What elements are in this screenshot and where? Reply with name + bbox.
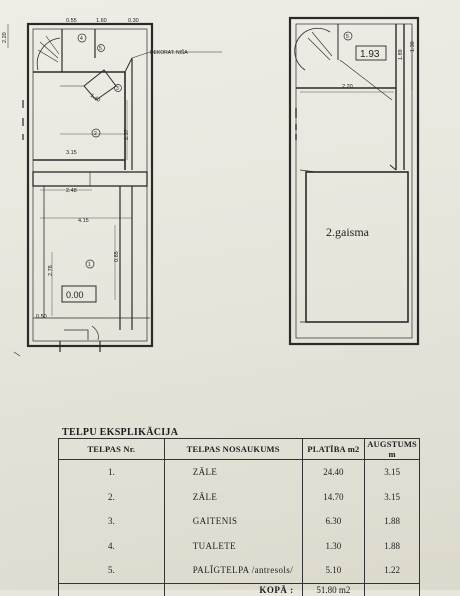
- dim-mid-b: 3.15: [66, 150, 77, 156]
- total-spacer: [58, 582, 165, 596]
- header-area: PLATĪBA m2: [301, 438, 366, 460]
- row-height: 3.15: [364, 484, 420, 509]
- dim-top-a: 0.55: [66, 18, 77, 24]
- table-header-row: TELPAS Nr. TELPAS NOSAUKUMS PLATĪBA m2 A…: [58, 438, 420, 460]
- table-total-row: KOPĀ : 51.80 m2: [58, 582, 420, 596]
- row-area: 24.40: [301, 459, 366, 485]
- row-name: ZĀLE: [163, 459, 303, 485]
- right-dim-c: 1.30: [410, 41, 416, 52]
- row-number: 4.: [58, 533, 165, 558]
- room-explication-table: TELPAS Nr. TELPAS NOSAUKUMS PLATĪBA m2 A…: [58, 438, 420, 596]
- room-2-label: 2: [94, 131, 97, 137]
- dim-low-c: 0.85: [114, 251, 120, 262]
- row-number: 2.: [58, 484, 165, 509]
- upper-floor-plan: [288, 16, 420, 346]
- floor-plan-drawing: 2.20 0.55 1.60 0.30 1.40 3.15 2.37 2.48 …: [2, 16, 420, 357]
- row-area: 14.70: [301, 484, 366, 509]
- right-dim-b: 1.89: [398, 49, 404, 60]
- row-area: 6.30: [301, 509, 366, 534]
- total-value: 51.80 m2: [301, 582, 366, 596]
- header-room-name: TELPAS NOSAUKUMS: [163, 438, 303, 460]
- row-number: 3.: [58, 509, 165, 534]
- dim-left-top: 2.20: [2, 32, 8, 43]
- dim-low-d: 0.50: [36, 314, 47, 320]
- row-number: 5.: [58, 558, 165, 583]
- row-area: 1.30: [301, 533, 366, 558]
- room-3-label: 3: [116, 86, 119, 92]
- dim-low-a: 4.15: [78, 218, 89, 224]
- dim-top-c: 0.30: [128, 18, 139, 24]
- table-row: 2. ZĀLE 14.70 3.15: [58, 484, 420, 509]
- room-5-upper-label: 5: [346, 34, 349, 40]
- second-light-label: 2.gaisma: [326, 225, 370, 239]
- room-1-label: 1: [88, 262, 91, 268]
- ground-floor-labels: 2.20 0.55 1.60 0.30 1.40 3.15 2.37 2.48 …: [2, 18, 188, 320]
- table-row: 5. PALĪGTELPA /antresols/ 5.10 1.22: [58, 558, 420, 583]
- right-dim-a: 2.20: [342, 84, 353, 90]
- dim-top-b: 1.60: [96, 18, 107, 24]
- row-height: 1.88: [364, 509, 420, 534]
- dim-mid-a: 1.40: [89, 93, 101, 104]
- upper-level-mark: 1.93: [360, 49, 380, 60]
- table-row: 1. ZĀLE 24.40 3.15: [58, 459, 420, 485]
- level-mark: 0.00: [66, 290, 84, 300]
- room-5-label: 5: [99, 46, 102, 52]
- row-name: ZĀLE: [163, 484, 303, 509]
- total-empty: [364, 582, 420, 596]
- row-height: 1.88: [364, 533, 420, 558]
- row-area: 5.10: [301, 558, 366, 583]
- upper-floor-labels: 5 1.93 2.20 1.89 1.30 2.gaisma: [326, 34, 416, 239]
- row-number: 1.: [58, 459, 165, 485]
- row-height: 1.22: [364, 558, 420, 583]
- row-name: GAITENIS: [163, 509, 303, 534]
- header-room-number: TELPAS Nr.: [58, 438, 165, 460]
- dim-mid-d: 2.48: [66, 188, 77, 194]
- table-title: TELPU EKSPLIKĀCIJA: [62, 427, 179, 438]
- room-4-label: 4: [80, 36, 83, 42]
- row-name: TUALETE: [163, 533, 303, 558]
- ground-floor-plan: [7, 22, 222, 357]
- table-row: 4. TUALETE 1.30 1.88: [58, 533, 420, 558]
- row-name: PALĪGTELPA /antresols/: [163, 558, 303, 583]
- total-label: KOPĀ :: [163, 582, 303, 596]
- header-height: AUGSTUMS m: [364, 438, 420, 460]
- annotation-niche: DEKORAT. NIŠA: [150, 49, 188, 56]
- dim-mid-c: 2.37: [124, 129, 130, 140]
- dim-low-b: 2.78: [48, 265, 54, 276]
- table-row: 3. GAITENIS 6.30 1.88: [58, 509, 420, 534]
- row-height: 3.15: [364, 459, 420, 485]
